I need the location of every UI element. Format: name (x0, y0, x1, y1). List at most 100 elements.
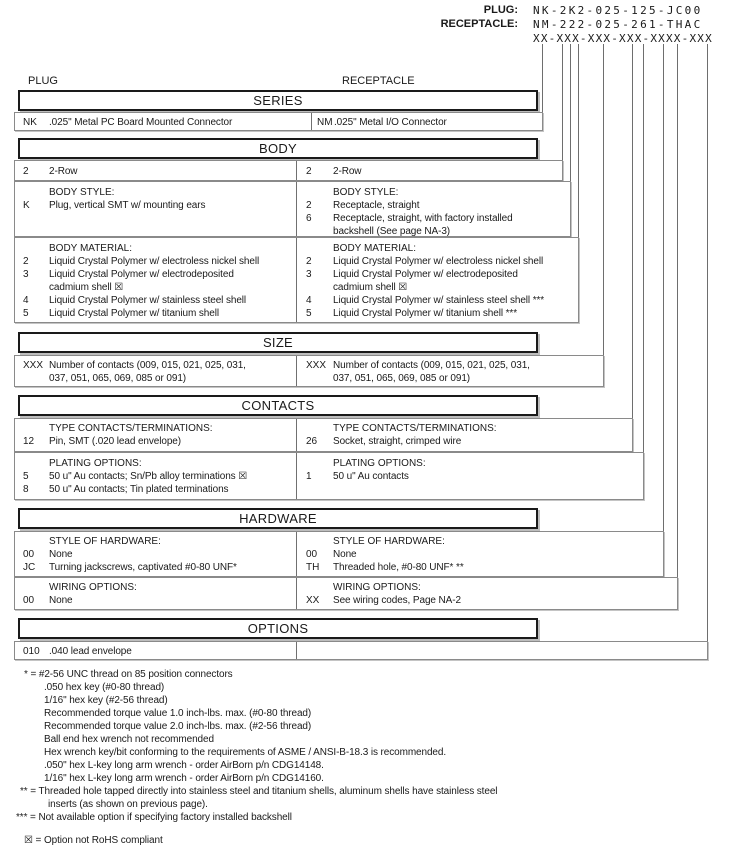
column-divider (296, 238, 297, 322)
option-code: TH (306, 562, 320, 573)
option-item: 2 2-Row (306, 165, 559, 178)
option-code: 2 (23, 256, 29, 267)
option-code: 8 (23, 484, 29, 495)
option-desc: 50 u" Au contacts; Sn/Pb alloy terminati… (49, 471, 248, 482)
footnote-line: 1/16" hex key (#2-56 thread) (44, 695, 168, 706)
connector-line-wiring (677, 44, 678, 610)
series-row: NK .025" Metal PC Board Mounted Connecto… (14, 112, 543, 131)
option-item: 5 Liquid Crystal Polymer w/ titanium she… (306, 307, 575, 320)
option-code: 3 (306, 269, 312, 280)
option-desc: Liquid Crystal Polymer w/ stainless stee… (333, 295, 545, 306)
options-row: 010 .040 lead envelope (14, 641, 708, 660)
option-item: XX See wiring codes, Page NA-2 (306, 594, 674, 607)
footnote-rohs-line: ☒ = Option not RoHS compliant (24, 835, 163, 846)
size-section-header: SIZE (18, 332, 538, 353)
option-item: 5 Liquid Crystal Polymer w/ titanium she… (23, 307, 294, 320)
option-desc-line2: 037, 051, 065, 069, 085 or 091) (49, 373, 187, 384)
option-desc: Liquid Crystal Polymer w/ stainless stee… (49, 295, 247, 306)
receptacle-part-number-label: RECEPTACLE: (440, 18, 518, 30)
option-desc: Liquid Crystal Polymer w/ titanium shell (49, 308, 219, 319)
option-group-heading: PLATING OPTIONS: (49, 458, 142, 469)
connector-line-plating (643, 44, 644, 500)
option-item: XXX Number of contacts (009, 015, 021, 0… (306, 359, 600, 385)
option-code: JC (23, 562, 36, 573)
contacts-plating-row: PLATING OPTIONS: 5 50 u" Au contacts; Sn… (14, 452, 644, 500)
plug-part-number: NK-2K2-025-125-JC00 (533, 4, 703, 17)
option-desc: Threaded hole, #0-80 UNF* ** (333, 562, 464, 573)
option-desc: Socket, straight, crimped wire (333, 436, 462, 447)
option-code: XXX (23, 360, 44, 371)
column-divider (296, 419, 297, 451)
option-item: 00 None (23, 548, 294, 561)
series-section-header: SERIES (18, 90, 538, 111)
option-item: 1 50 u" Au contacts (306, 470, 640, 483)
option-code: NK (23, 117, 37, 128)
option-item: 2 Liquid Crystal Polymer w/ electroless … (23, 255, 294, 268)
body-section-header: BODY (18, 138, 538, 159)
option-item: 3 Liquid Crystal Polymer w/ electrodepos… (23, 268, 294, 294)
option-item: 5 50 u" Au contacts; Sn/Pb alloy termina… (23, 470, 294, 483)
option-code: K (23, 200, 30, 211)
plug-column-label: PLUG (28, 75, 58, 87)
option-desc: .025" Metal PC Board Mounted Connector (49, 117, 233, 128)
option-desc-line2: cadmium shell ☒ (49, 282, 124, 293)
option-group-heading: WIRING OPTIONS: (333, 582, 421, 593)
option-item: NM .025" Metal I/O Connector (317, 116, 539, 129)
option-group-heading: BODY STYLE: (333, 187, 399, 198)
plug-part-number-label: PLUG: (483, 4, 518, 16)
option-code: 1 (306, 471, 312, 482)
hardware-style-row: STYLE OF HARDWARE: 00 None JC Turning ja… (14, 531, 664, 577)
option-code: 00 (23, 549, 35, 560)
option-item: 4 Liquid Crystal Polymer w/ stainless st… (23, 294, 294, 307)
option-group-heading: STYLE OF HARDWARE: (49, 536, 161, 547)
body-material-row: BODY MATERIAL: 2 Liquid Crystal Polymer … (14, 237, 579, 323)
option-desc-line2: 037, 051, 065, 069, 085 or 091) (333, 373, 471, 384)
option-code: XX (306, 595, 320, 606)
option-item: 3 Liquid Crystal Polymer w/ electrodepos… (306, 268, 575, 294)
footnote-line: Recommended torque value 2.0 inch-lbs. m… (44, 721, 312, 732)
column-divider (296, 453, 297, 499)
option-desc: .040 lead envelope (49, 646, 132, 657)
option-code: 00 (306, 549, 318, 560)
option-desc: Liquid Crystal Polymer w/ electroless ni… (333, 256, 544, 267)
option-item: K Plug, vertical SMT w/ mounting ears (23, 199, 294, 212)
option-code: NM (317, 117, 333, 128)
footnote-line: 1/16" hex L-key long arm wrench - order … (44, 773, 324, 784)
column-divider (296, 578, 297, 609)
option-item: 2 Receptacle, straight (306, 199, 567, 212)
option-group-heading: TYPE CONTACTS/TERMINATIONS: (333, 423, 497, 434)
option-desc: Liquid Crystal Polymer w/ electrodeposit… (333, 269, 518, 280)
option-desc: Liquid Crystal Polymer w/ titanium shell… (333, 308, 518, 319)
footnote-line: ** = Threaded hole tapped directly into … (20, 786, 498, 797)
connector-line-series (542, 44, 543, 131)
body-style-row: BODY STYLE: K Plug, vertical SMT w/ moun… (14, 181, 571, 237)
option-code: 010 (23, 646, 40, 657)
contacts-type-row: TYPE CONTACTS/TERMINATIONS: 12 Pin, SMT … (14, 418, 633, 452)
option-code: 2 (306, 256, 312, 267)
connector-line-size (603, 44, 604, 387)
connector-line-body-rows (562, 44, 563, 181)
contacts-section-header: CONTACTS (18, 395, 538, 416)
footnote-line: Hex wrench key/bit conforming to the req… (44, 747, 447, 758)
footnote-line: Ball end hex wrench not recommended (44, 734, 214, 745)
option-code: 12 (23, 436, 35, 447)
option-item: 8 50 u" Au contacts; Tin plated terminat… (23, 483, 294, 496)
option-group-heading: STYLE OF HARDWARE: (333, 536, 445, 547)
option-code: 2 (306, 166, 312, 177)
option-code: 6 (306, 213, 312, 224)
size-row: XXX Number of contacts (009, 015, 021, 0… (14, 355, 604, 387)
column-divider (296, 356, 297, 386)
option-code: 26 (306, 436, 318, 447)
option-desc-line2: cadmium shell ☒ (333, 282, 408, 293)
option-code: 3 (23, 269, 29, 280)
footnote-line: .050" hex L-key long arm wrench - order … (44, 760, 324, 771)
option-group-heading: PLATING OPTIONS: (333, 458, 426, 469)
option-desc: See wiring codes, Page NA-2 (333, 595, 461, 606)
option-desc: None (49, 549, 73, 560)
hardware-section-header: HARDWARE (18, 508, 538, 529)
option-desc: Turning jackscrews, captivated #0-80 UNF… (49, 562, 237, 573)
option-desc: None (333, 549, 357, 560)
connector-line-options (707, 44, 708, 660)
connector-line-body-style (570, 44, 571, 237)
column-divider (296, 182, 297, 236)
